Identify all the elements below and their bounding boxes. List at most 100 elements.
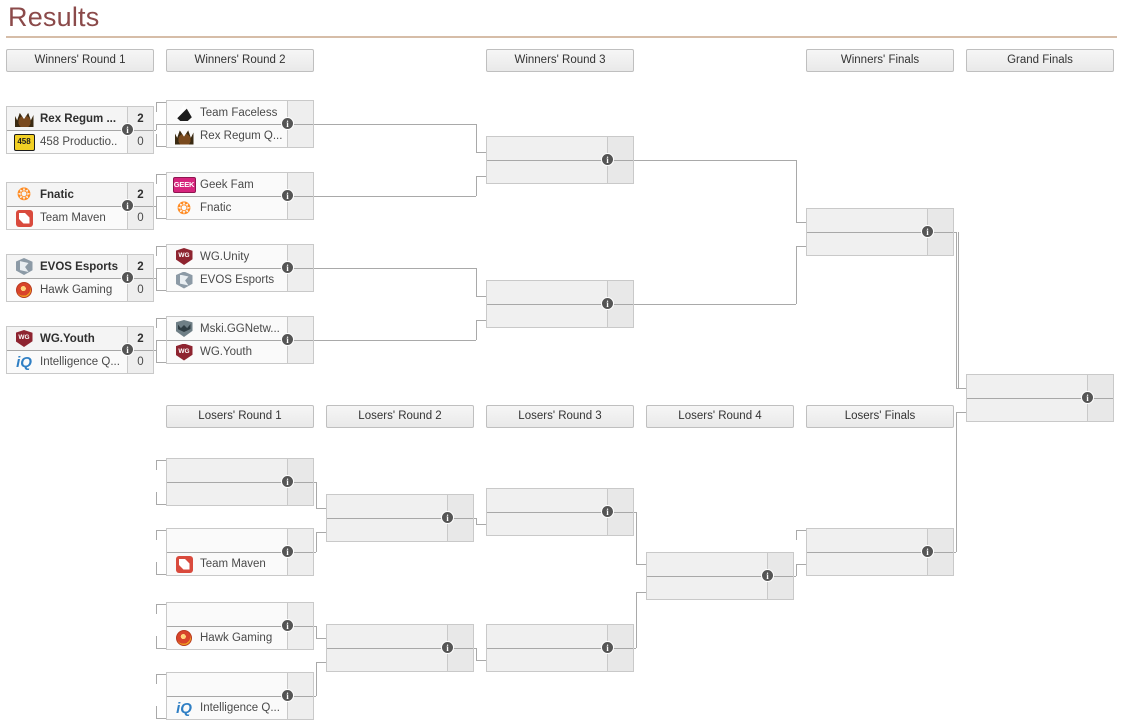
match-info-icon[interactable]: i — [601, 153, 614, 166]
match-info-icon[interactable]: i — [281, 189, 294, 202]
round-header-winners-1[interactable]: Winners' Round 1 — [6, 49, 154, 72]
match-info-icon[interactable]: i — [281, 545, 294, 558]
match-row-bottom[interactable]: EVOS Esports — [167, 268, 313, 291]
match-info-icon[interactable]: i — [121, 199, 134, 212]
match-info-icon[interactable]: i — [921, 225, 934, 238]
match-row-top[interactable]: Rex Regum ...2 — [7, 107, 153, 130]
match-info-icon[interactable]: i — [281, 117, 294, 130]
match-row-top[interactable] — [807, 529, 953, 552]
match-info-icon[interactable]: i — [601, 641, 614, 654]
match-row-bottom[interactable]: ❂Fnatic — [167, 196, 313, 219]
match-row-top[interactable]: Mski.GGNetw... — [167, 317, 313, 340]
match-info-icon[interactable]: i — [281, 333, 294, 346]
match-row-bottom[interactable] — [647, 576, 793, 599]
match-row-top[interactable] — [487, 281, 633, 304]
match-row-bottom[interactable] — [487, 648, 633, 671]
match-row-top[interactable] — [167, 529, 313, 552]
match-row-bottom[interactable]: Rex Regum Q... — [167, 124, 313, 147]
round-header-losers-4[interactable]: Losers' Round 4 — [646, 405, 794, 428]
match-info-icon[interactable]: i — [441, 511, 454, 524]
match-row-bottom[interactable] — [807, 232, 953, 255]
match-row-top[interactable] — [487, 137, 633, 160]
round-header-losers-3[interactable]: Losers' Round 3 — [486, 405, 634, 428]
match-row-top[interactable] — [167, 603, 313, 626]
match-box[interactable]: i — [486, 280, 634, 328]
round-header-losers-1[interactable]: Losers' Round 1 — [166, 405, 314, 428]
match-box[interactable]: i — [486, 624, 634, 672]
match-row-bottom[interactable] — [327, 518, 473, 541]
match-box[interactable]: i — [966, 374, 1114, 422]
round-header-winners-5[interactable]: Grand Finals — [966, 49, 1114, 72]
match-box[interactable]: i — [486, 488, 634, 536]
match-info-icon[interactable]: i — [281, 619, 294, 632]
match-info-icon[interactable]: i — [121, 123, 134, 136]
match-info-icon[interactable]: i — [601, 297, 614, 310]
match-info-icon[interactable]: i — [121, 271, 134, 284]
match-box[interactable]: i — [166, 458, 314, 506]
match-info-icon[interactable]: i — [761, 569, 774, 582]
match-box[interactable]: i — [806, 208, 954, 256]
match-row-bottom[interactable]: Team Maven — [167, 552, 313, 575]
match-row-top[interactable] — [487, 625, 633, 648]
match-info-icon[interactable]: i — [1081, 391, 1094, 404]
match-box[interactable]: i — [646, 552, 794, 600]
match-row-top[interactable]: Team Faceless — [167, 101, 313, 124]
round-header-losers-2[interactable]: Losers' Round 2 — [326, 405, 474, 428]
match-box[interactable]: i — [486, 136, 634, 184]
team-name: EVOS Esports — [200, 274, 275, 286]
match-row-top[interactable] — [167, 673, 313, 696]
connector-line — [314, 552, 316, 553]
match-box[interactable]: i — [806, 528, 954, 576]
match-row-bottom[interactable] — [327, 648, 473, 671]
match-row-bottom[interactable] — [487, 160, 633, 183]
match-row-top[interactable] — [167, 459, 313, 482]
match-info-icon[interactable]: i — [921, 545, 934, 558]
match-box[interactable]: i — [326, 494, 474, 542]
round-header-winners-2[interactable]: Winners' Round 2 — [166, 49, 314, 72]
match-row-top[interactable] — [487, 489, 633, 512]
match-info-icon[interactable]: i — [281, 261, 294, 274]
round-header-winners-4[interactable]: Winners' Finals — [806, 49, 954, 72]
match-info-icon[interactable]: i — [121, 343, 134, 356]
match-row-top[interactable] — [327, 625, 473, 648]
match-row-bottom[interactable] — [807, 552, 953, 575]
round-header-winners-3[interactable]: Winners' Round 3 — [486, 49, 634, 72]
match-row-bottom[interactable] — [487, 512, 633, 535]
match-info-icon[interactable]: i — [281, 475, 294, 488]
match-info-icon[interactable]: i — [281, 689, 294, 702]
match-row-top[interactable] — [647, 553, 793, 576]
match-row-bottom[interactable] — [487, 304, 633, 327]
match-row-top[interactable] — [807, 209, 953, 232]
round-header-losers-5[interactable]: Losers' Finals — [806, 405, 954, 428]
match-info-icon[interactable]: i — [441, 641, 454, 654]
match-row-bottom[interactable] — [167, 482, 313, 505]
match-box[interactable]: i — [326, 624, 474, 672]
match-row-top[interactable] — [967, 375, 1113, 398]
match-row-bottom[interactable]: Hawk Gaming — [167, 626, 313, 649]
match-row-top[interactable] — [327, 495, 473, 518]
match-info-icon[interactable]: i — [601, 505, 614, 518]
match-row-bottom[interactable] — [967, 398, 1113, 421]
